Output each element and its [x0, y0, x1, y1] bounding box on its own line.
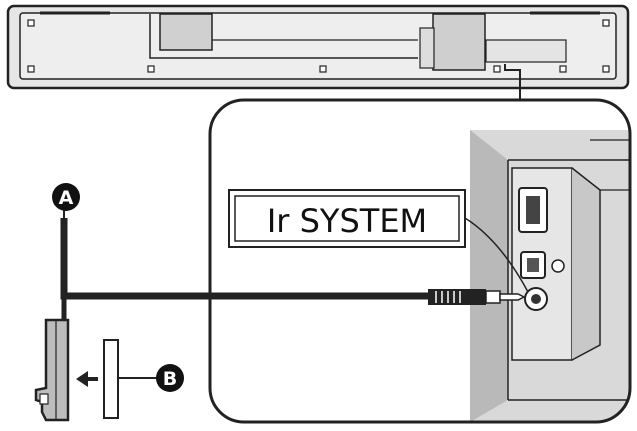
screw-holes — [27, 19, 610, 73]
soundbar-connector-block — [432, 13, 486, 71]
ir-cable — [60, 218, 526, 320]
callout-a: A — [52, 183, 80, 218]
arrow-left-icon — [76, 371, 98, 387]
ir-emitter — [34, 318, 70, 422]
port-label: Ir SYSTEM — [267, 202, 427, 240]
soundbar-panel-left — [159, 13, 213, 51]
callout-b: B — [156, 364, 184, 392]
soundbar — [6, 4, 630, 90]
zoom-leader-line — [504, 64, 521, 100]
zoom-callout: Ir SYSTEM — [208, 98, 632, 424]
callout-a-label: A — [59, 187, 74, 209]
label-pointer — [464, 217, 529, 293]
adhesive-tape — [103, 339, 119, 419]
callout-b-label: B — [163, 368, 177, 390]
